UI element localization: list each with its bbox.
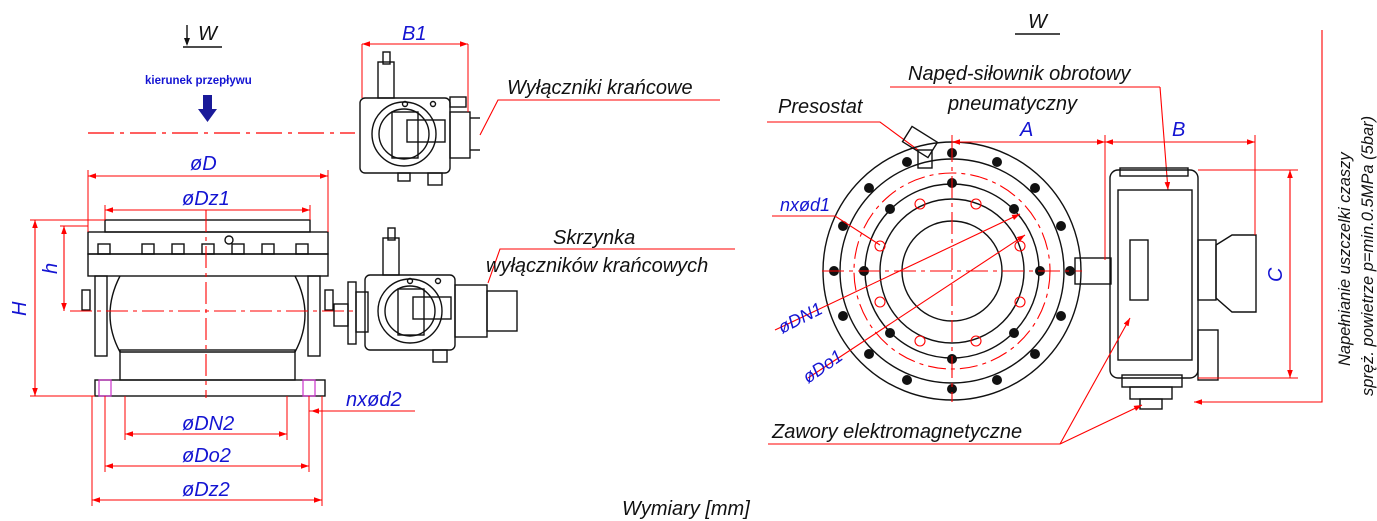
dim-do1-label: øDo1 (799, 346, 847, 388)
note-line1: Napełnianie uszczelki czaszy (1336, 151, 1354, 366)
limit-switches-label: Wyłączniki krańcowe (507, 77, 693, 99)
pressostat-label: Presostat (778, 96, 864, 118)
dim-nxd1-label: nxød1 (780, 195, 830, 215)
dim-dz2-label: øDz2 (182, 479, 230, 501)
view-marker-w-right: W (1028, 11, 1049, 33)
dim-nxd2-label: nxød2 (346, 389, 402, 411)
dim-b1-label: B1 (402, 23, 426, 45)
valves-label: Zawory elektromagnetyczne (771, 421, 1022, 443)
flow-arrow-icon (198, 95, 217, 122)
actuator-label-line1: Napęd-siłownik obrotowy (908, 63, 1131, 85)
view-marker-w-left: W (183, 23, 222, 48)
dim-do2-label: øDo2 (182, 445, 231, 467)
limit-switch-box-top (359, 51, 480, 186)
left-view: W kierunek przepływu B1 (9, 23, 735, 506)
flow-direction-label: kierunek przepływu (145, 75, 252, 87)
box-label-line2: wyłączników krańcowych (486, 255, 708, 277)
view-marker-label: W (198, 23, 219, 45)
outer-bolt-holes (829, 148, 1075, 394)
dim-d-label: øD (190, 153, 217, 175)
dim-a-label: A (1019, 119, 1033, 141)
dim-dn2-label: øDN2 (182, 413, 234, 435)
dim-h-lower-label: h (40, 263, 62, 274)
dim-b-label: B (1172, 119, 1185, 141)
limit-switch-box-side (333, 227, 518, 363)
actuator-label-line2: pneumatyczny (947, 93, 1078, 115)
dim-dz1-label: øDz1 (182, 188, 230, 210)
dim-dn1-label: øDN1 (775, 298, 826, 337)
note-line2: spręż. powietrze p=min.0.5MPa (5bar) (1359, 116, 1377, 396)
right-view: W Napęd-siłownik obrotowy pneumatyczny P… (767, 11, 1377, 445)
dim-h-upper-label: H (9, 301, 31, 316)
box-label-line1: Skrzynka (553, 227, 635, 249)
units-label: Wymiary [mm] (622, 498, 750, 520)
dim-c-label: C (1265, 267, 1287, 282)
valve-body (81, 219, 334, 397)
